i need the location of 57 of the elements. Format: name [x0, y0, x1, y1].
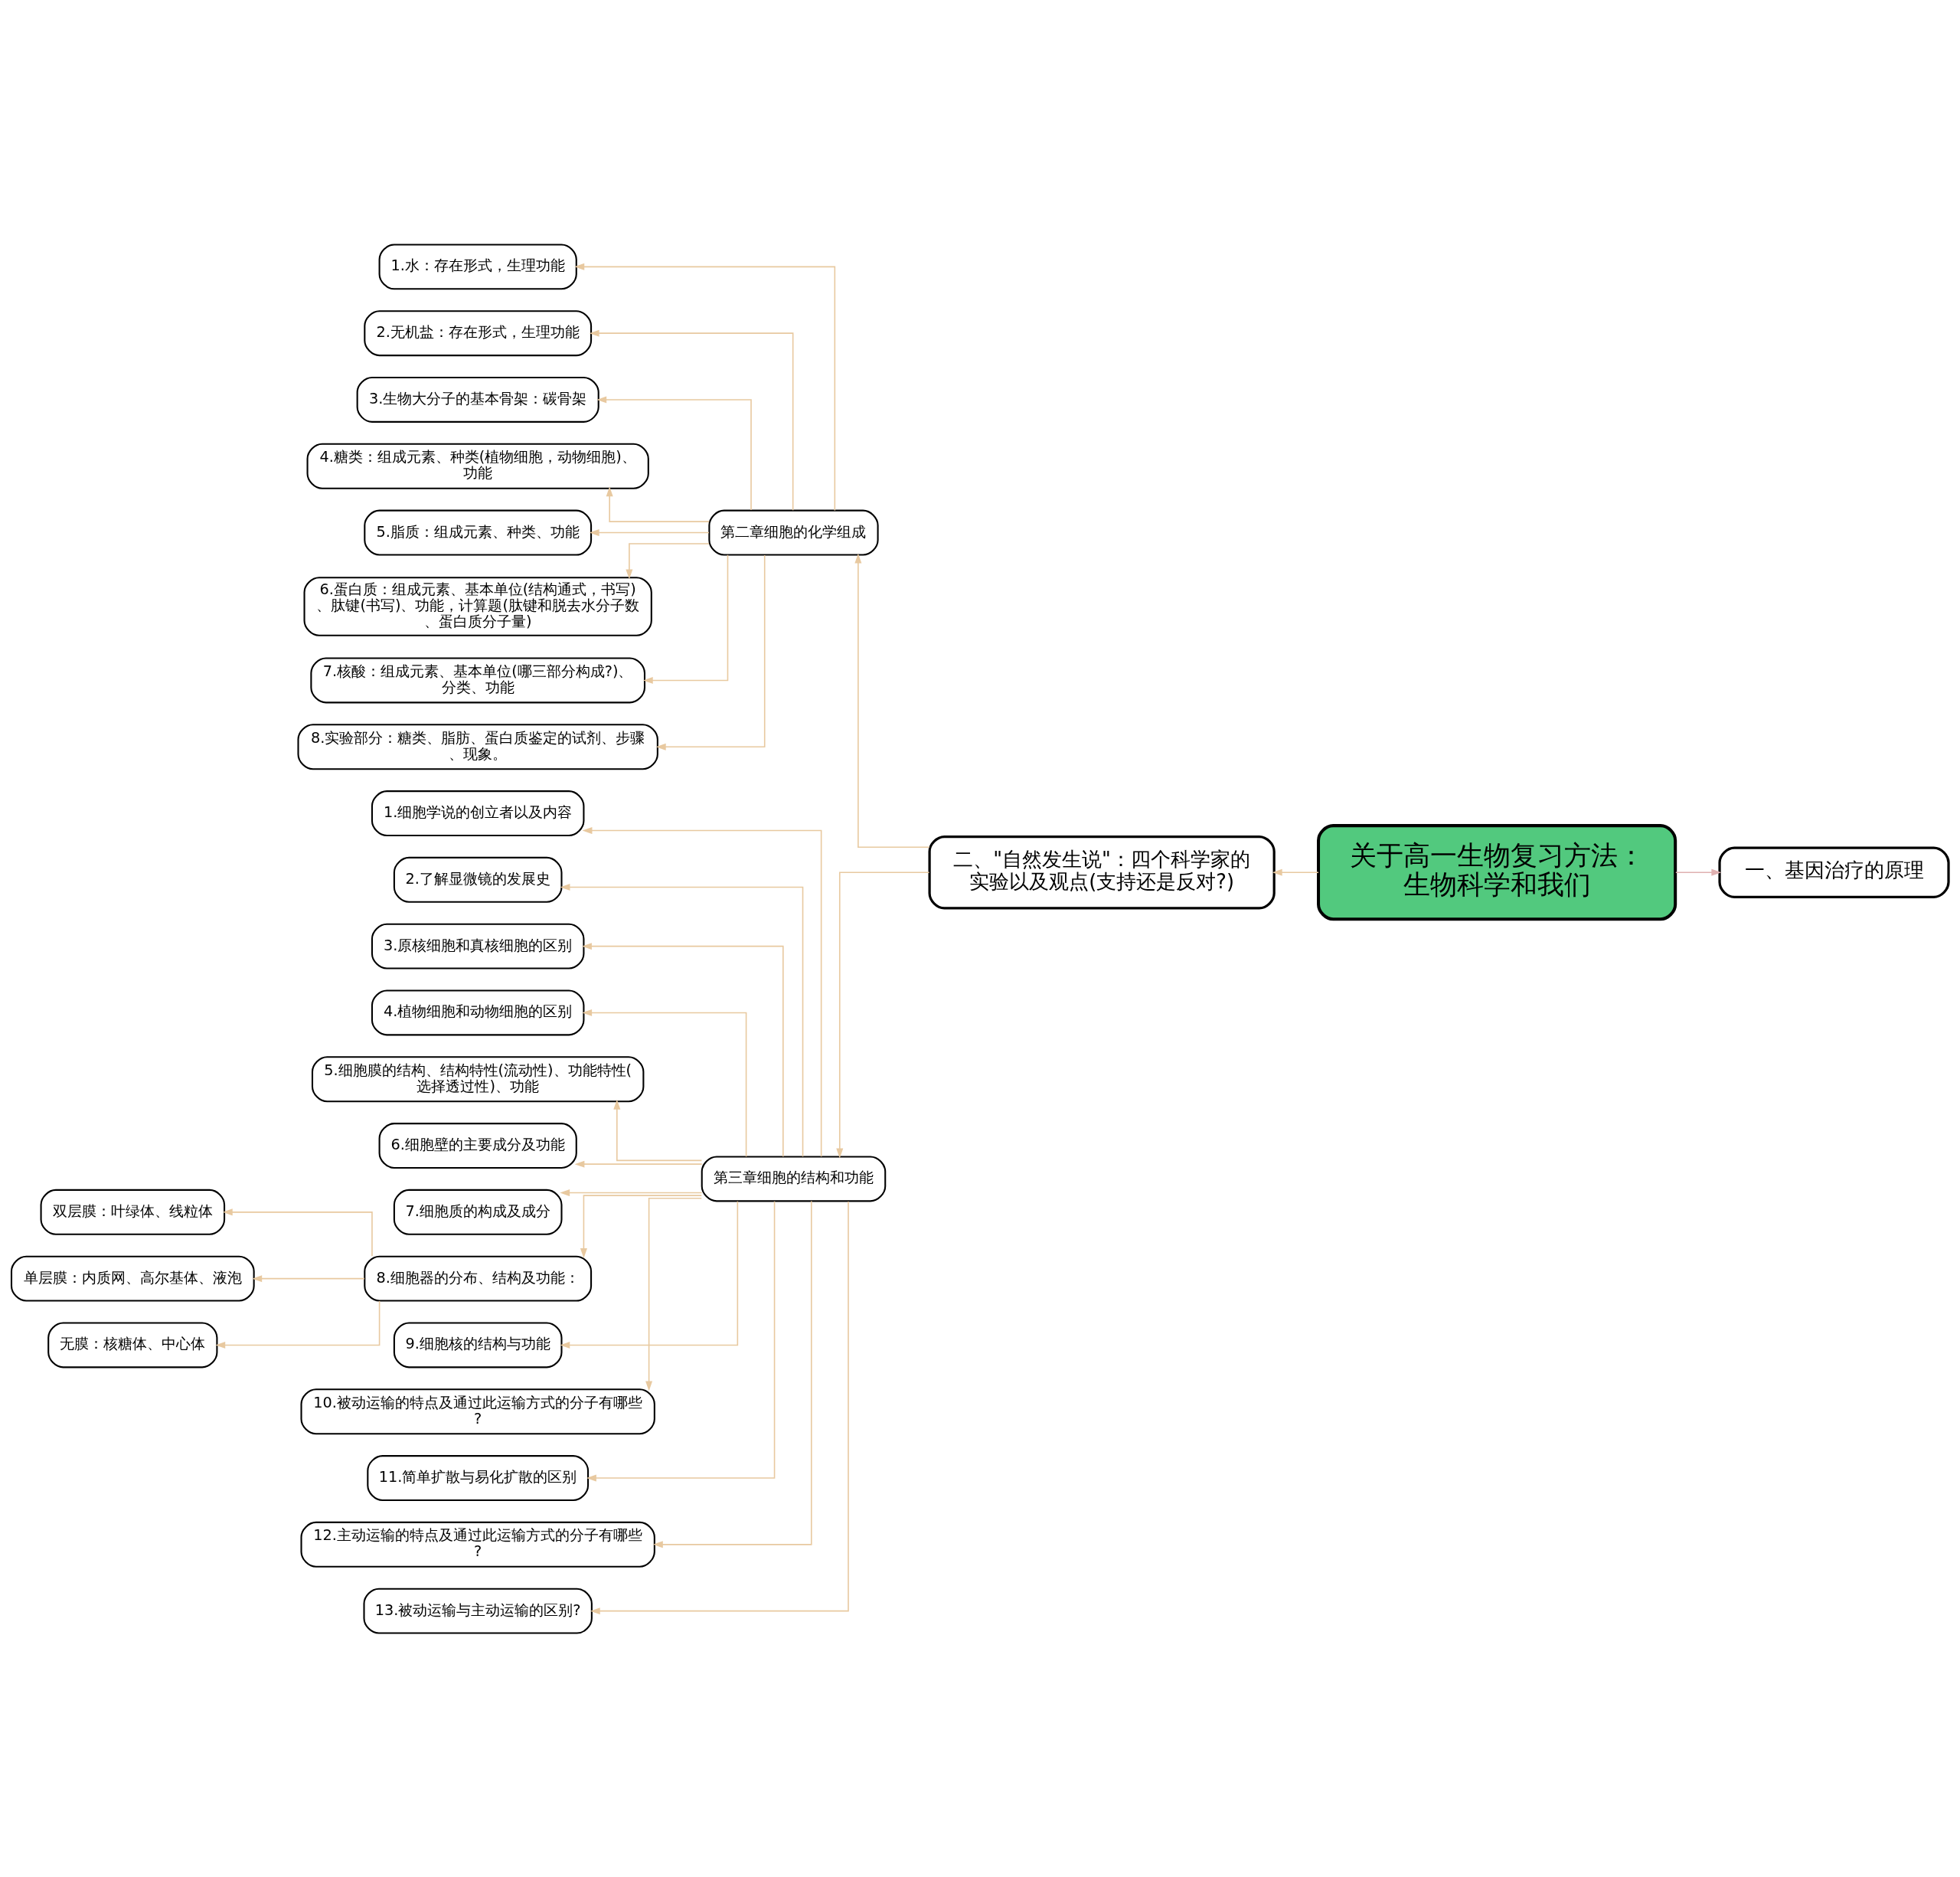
node-box: 13.被动运输与主动运输的区别?: [363, 1588, 593, 1634]
arrow: [582, 826, 822, 1157]
node-box: 2.无机盐：存在形式，生理功能: [364, 309, 593, 356]
node-box: 4.植物细胞和动物细胞的区别: [371, 989, 585, 1035]
arrow: [580, 1194, 703, 1258]
arrow: [655, 554, 766, 750]
node-box: 11.简单扩散与易化扩散的区别: [367, 1454, 590, 1501]
arrow: [560, 1200, 739, 1349]
node-box: 二、"自然发生说"：四个科学家的实验以及观点(支持还是反对?): [928, 835, 1276, 909]
arrow: [586, 1200, 776, 1482]
node-box: 一、基因治疗的原理: [1718, 845, 1950, 898]
arrow: [222, 1208, 373, 1257]
arrow: [596, 395, 752, 511]
arrow: [589, 329, 794, 511]
arrow: [1272, 868, 1319, 876]
node-box: 6.细胞壁的主要成分及功能: [378, 1122, 577, 1169]
node-box: 单层膜：内质网、高尔基体、液泡: [10, 1255, 255, 1302]
arrow: [582, 1009, 747, 1157]
node-box: 5.细胞膜的结构、结构特性(流动性)、功能特性(选择透过性)、功能: [311, 1055, 645, 1102]
node-box: 10.被动运输的特点及通过此运输方式的分子有哪些?: [300, 1388, 655, 1434]
node-box: 5.脂质：组成元素、种类、功能: [364, 509, 593, 556]
node-box: 9.细胞核的结构与功能: [393, 1321, 563, 1368]
arrow: [589, 528, 710, 536]
node-box: 关于高一生物复习方法：生物科学和我们: [1317, 823, 1677, 921]
node-box: 双层膜：叶绿体、线粒体: [40, 1189, 226, 1235]
arrow: [574, 1160, 703, 1168]
arrow: [642, 554, 729, 684]
node-box: 12.主动运输的特点及通过此运输方式的分子有哪些?: [300, 1521, 655, 1568]
arrow: [252, 1274, 365, 1282]
node-box: 3.生物大分子的基本骨架：碳骨架: [356, 376, 599, 423]
node-box: 7.细胞质的构成及成分: [393, 1189, 563, 1235]
arrow: [215, 1300, 381, 1349]
node-box: 第二章细胞的化学组成: [708, 509, 879, 556]
node-box: 3.原核细胞和真核细胞的区别: [371, 923, 585, 970]
arrow: [590, 1200, 849, 1614]
arrow: [560, 883, 804, 1157]
arrow: [582, 942, 784, 1157]
node-box: 8.细胞器的分布、结构及功能：: [364, 1255, 593, 1302]
arrow: [645, 1197, 703, 1391]
node-box: 1.水：存在形式，生理功能: [378, 243, 577, 289]
arrow: [1675, 868, 1722, 876]
node-box: 第三章细胞的结构和功能: [701, 1155, 887, 1202]
arrow: [606, 486, 710, 522]
node-box: 2.了解显微镜的发展史: [393, 856, 563, 903]
arrow: [854, 553, 930, 848]
node-box: 无膜：核糖体、中心体: [47, 1321, 218, 1368]
arrow: [574, 263, 836, 511]
arrow: [560, 1189, 703, 1196]
arrow: [613, 1099, 703, 1161]
node-box: 6.蛋白质：组成元素、基本单位(结构通式，书写)、肽键(书写)、功能，计算题(肽键和脱去水分子数、蛋白质分子量): [303, 576, 652, 636]
node-box: 8.实验部分：糖类、脂肪、蛋白质鉴定的试剂、步骤、现象。: [297, 723, 658, 770]
node-box: 1.细胞学说的创立者以及内容: [371, 790, 585, 836]
arrow: [626, 542, 710, 579]
arrow: [652, 1200, 812, 1548]
node-box: 4.糖类：组成元素、种类(植物细胞，动物细胞)、功能: [306, 443, 649, 489]
arrow: [836, 871, 930, 1158]
node-box: 7.核酸：组成元素、基本单位(哪三部分构成?)、分类、功能: [310, 656, 646, 703]
